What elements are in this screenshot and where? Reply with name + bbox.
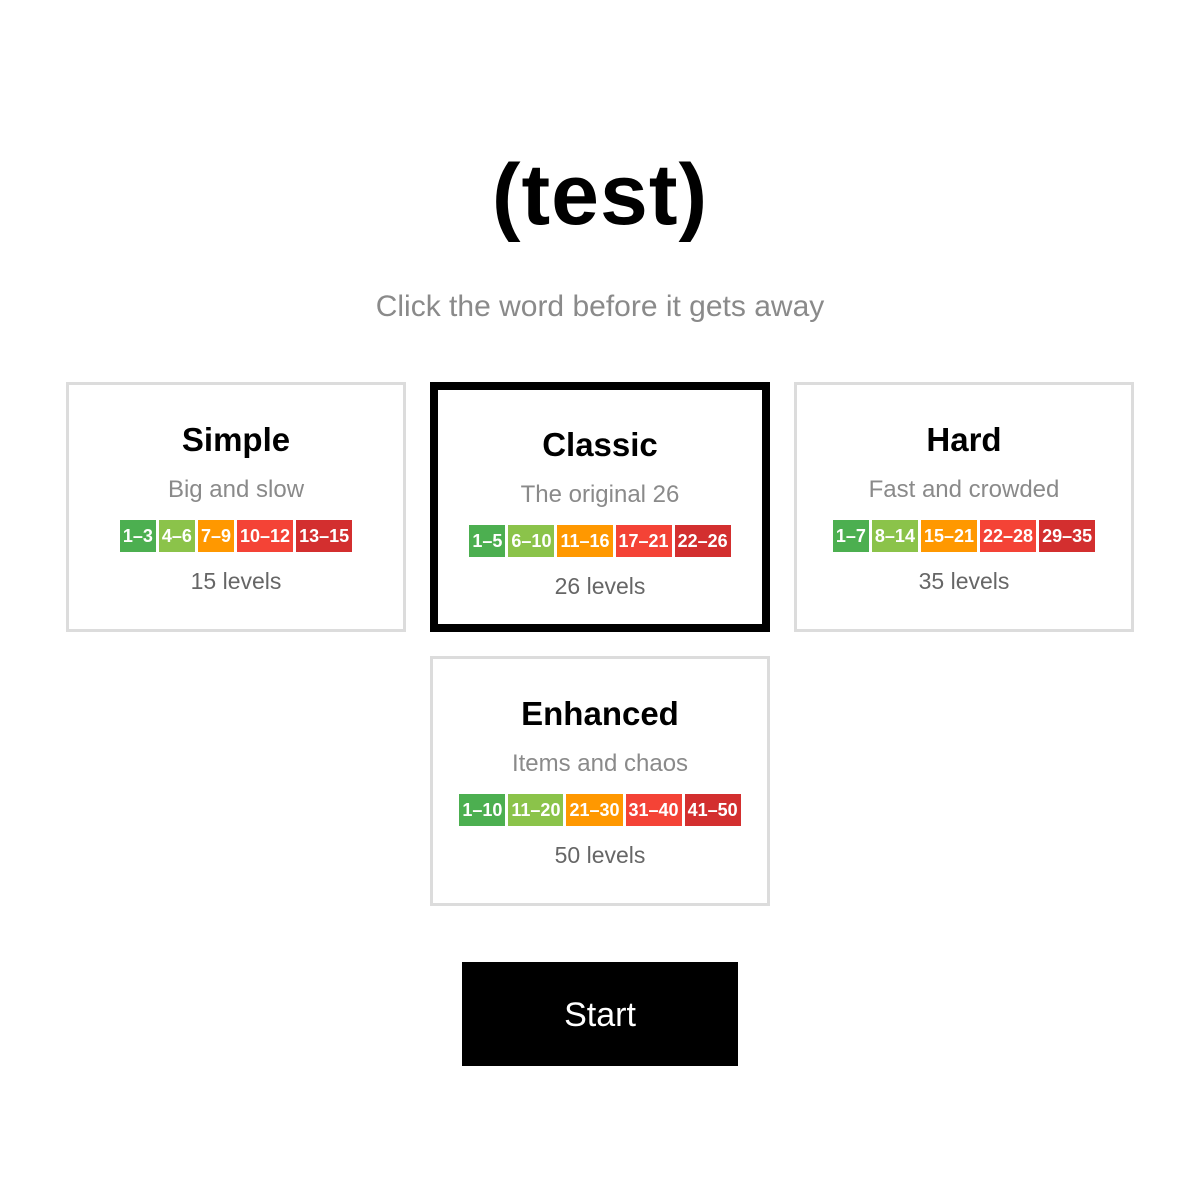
- mode-description: Fast and crowded: [868, 476, 1060, 503]
- level-range-chip: 8–14: [871, 520, 918, 552]
- level-range-chip: 7–9: [197, 520, 234, 552]
- mode-card-enhanced[interactable]: Enhanced Items and chaos 1–10 11–20 21–3…: [430, 656, 770, 906]
- level-range-chip: 6–10: [508, 525, 555, 557]
- level-range-chip: 1–3: [119, 520, 156, 552]
- level-range-chip: 22–28: [980, 520, 1037, 552]
- mode-description: The original 26: [520, 481, 680, 508]
- level-range-chip: 1–10: [459, 794, 506, 826]
- level-range-chip: 10–12: [237, 520, 294, 552]
- level-ranges: 1–7 8–14 15–21 22–28 29–35: [797, 520, 1131, 552]
- start-button[interactable]: Start: [462, 962, 738, 1066]
- level-range-chip: 22–26: [674, 525, 731, 557]
- mode-title: Hard: [926, 421, 1002, 458]
- level-count: 50 levels: [554, 842, 646, 868]
- mode-description: Items and chaos: [511, 750, 689, 777]
- level-ranges: 1–5 6–10 11–16 17–21 22–26: [438, 525, 762, 557]
- mode-card-simple[interactable]: Simple Big and slow 1–3 4–6 7–9 10–12 13…: [66, 382, 406, 632]
- level-range-chip: 21–30: [566, 794, 623, 826]
- level-range-chip: 1–7: [832, 520, 869, 552]
- level-ranges: 1–3 4–6 7–9 10–12 13–15: [69, 520, 403, 552]
- level-range-chip: 31–40: [625, 794, 682, 826]
- game-title: (test): [491, 147, 709, 243]
- mode-title: Simple: [181, 421, 291, 458]
- game-subtitle: Click the word before it gets away: [375, 290, 825, 323]
- mode-card-hard[interactable]: Hard Fast and crowded 1–7 8–14 15–21 22–…: [794, 382, 1134, 632]
- mode-title: Classic: [542, 426, 658, 463]
- level-range-chip: 29–35: [1039, 520, 1096, 552]
- level-range-chip: 41–50: [684, 794, 741, 826]
- level-range-chip: 17–21: [615, 525, 672, 557]
- level-ranges: 1–10 11–20 21–30 31–40 41–50: [433, 794, 767, 826]
- level-range-chip: 4–6: [158, 520, 195, 552]
- level-range-chip: 15–21: [920, 520, 978, 552]
- level-count: 26 levels: [554, 573, 646, 599]
- mode-card-classic[interactable]: Classic The original 26 1–5 6–10 11–16 1…: [430, 382, 770, 632]
- level-range-chip: 1–5: [469, 525, 506, 557]
- level-count: 15 levels: [190, 568, 282, 594]
- level-range-chip: 13–15: [296, 520, 353, 552]
- mode-description: Big and slow: [167, 476, 305, 503]
- level-range-chip: 11–16: [557, 525, 613, 557]
- level-count: 35 levels: [918, 568, 1010, 594]
- level-range-chip: 11–20: [508, 794, 564, 826]
- mode-title: Enhanced: [521, 695, 679, 732]
